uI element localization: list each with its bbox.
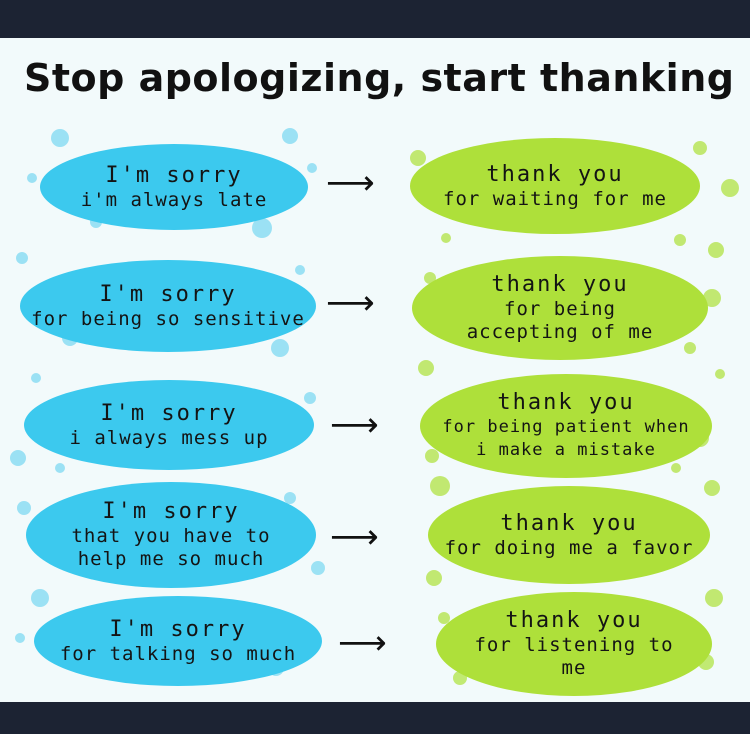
thanks-bubble: thank you for being accepting of me (412, 256, 708, 360)
thanks-phrase: for being patient when i make a mistake (442, 417, 690, 460)
sorry-phrase: for talking so much (59, 642, 297, 665)
phrase-row: I'm sorry that you have to help me so mu… (0, 482, 750, 592)
thanks-heading: thank you (486, 161, 624, 187)
thanks-heading: thank you (500, 510, 638, 536)
arrow-icon: ⟶ (338, 623, 387, 663)
page-title: Stop apologizing, start thanking (24, 56, 735, 100)
arrow-icon: ⟶ (330, 517, 379, 557)
thanks-phrase: for being accepting of me (466, 298, 654, 343)
thanks-bubble: thank you for being patient when i make … (420, 374, 712, 478)
sorry-heading: I'm sorry (99, 281, 237, 307)
phrase-row: I'm sorry for talking so much ⟶ thank yo… (0, 592, 750, 702)
phrase-row: I'm sorry for being so sensitive ⟶ thank… (0, 256, 750, 366)
thanks-bubble: thank you for waiting for me (410, 138, 700, 234)
arrow-icon: ⟶ (330, 405, 379, 445)
poster-panel: Stop apologizing, start thanking I'm sor… (0, 38, 750, 702)
sorry-bubble: I'm sorry i'm always late (40, 144, 308, 230)
thanks-heading: thank you (497, 390, 635, 415)
sorry-heading: I'm sorry (109, 616, 247, 642)
phrase-row: I'm sorry i always mess up ⟶ thank you f… (0, 374, 750, 484)
sorry-phrase: i'm always late (80, 188, 268, 211)
sorry-bubble: I'm sorry for talking so much (34, 596, 322, 686)
sorry-heading: I'm sorry (105, 162, 243, 188)
thanks-heading: thank you (491, 272, 629, 297)
thanks-phrase: for waiting for me (443, 187, 667, 210)
sorry-phrase: for being so sensitive (31, 307, 305, 330)
sorry-phrase: that you have to help me so much (71, 525, 271, 570)
sorry-bubble: I'm sorry for being so sensitive (20, 260, 316, 352)
sorry-heading: I'm sorry (102, 499, 240, 524)
thanks-bubble: thank you for listening to me (436, 592, 712, 696)
sorry-bubble: I'm sorry i always mess up (24, 380, 314, 470)
phrase-row: I'm sorry i'm always late ⟶ thank you fo… (0, 138, 750, 248)
sorry-bubble: I'm sorry that you have to help me so mu… (26, 482, 316, 588)
arrow-icon: ⟶ (326, 163, 375, 203)
arrow-icon: ⟶ (326, 283, 375, 323)
thanks-phrase: for doing me a favor (444, 536, 694, 559)
thanks-bubble: thank you for doing me a favor (428, 486, 710, 584)
thanks-heading: thank you (505, 608, 643, 633)
thanks-phrase: for listening to me (474, 634, 674, 679)
sorry-phrase: i always mess up (69, 426, 269, 449)
sorry-heading: I'm sorry (100, 400, 238, 426)
